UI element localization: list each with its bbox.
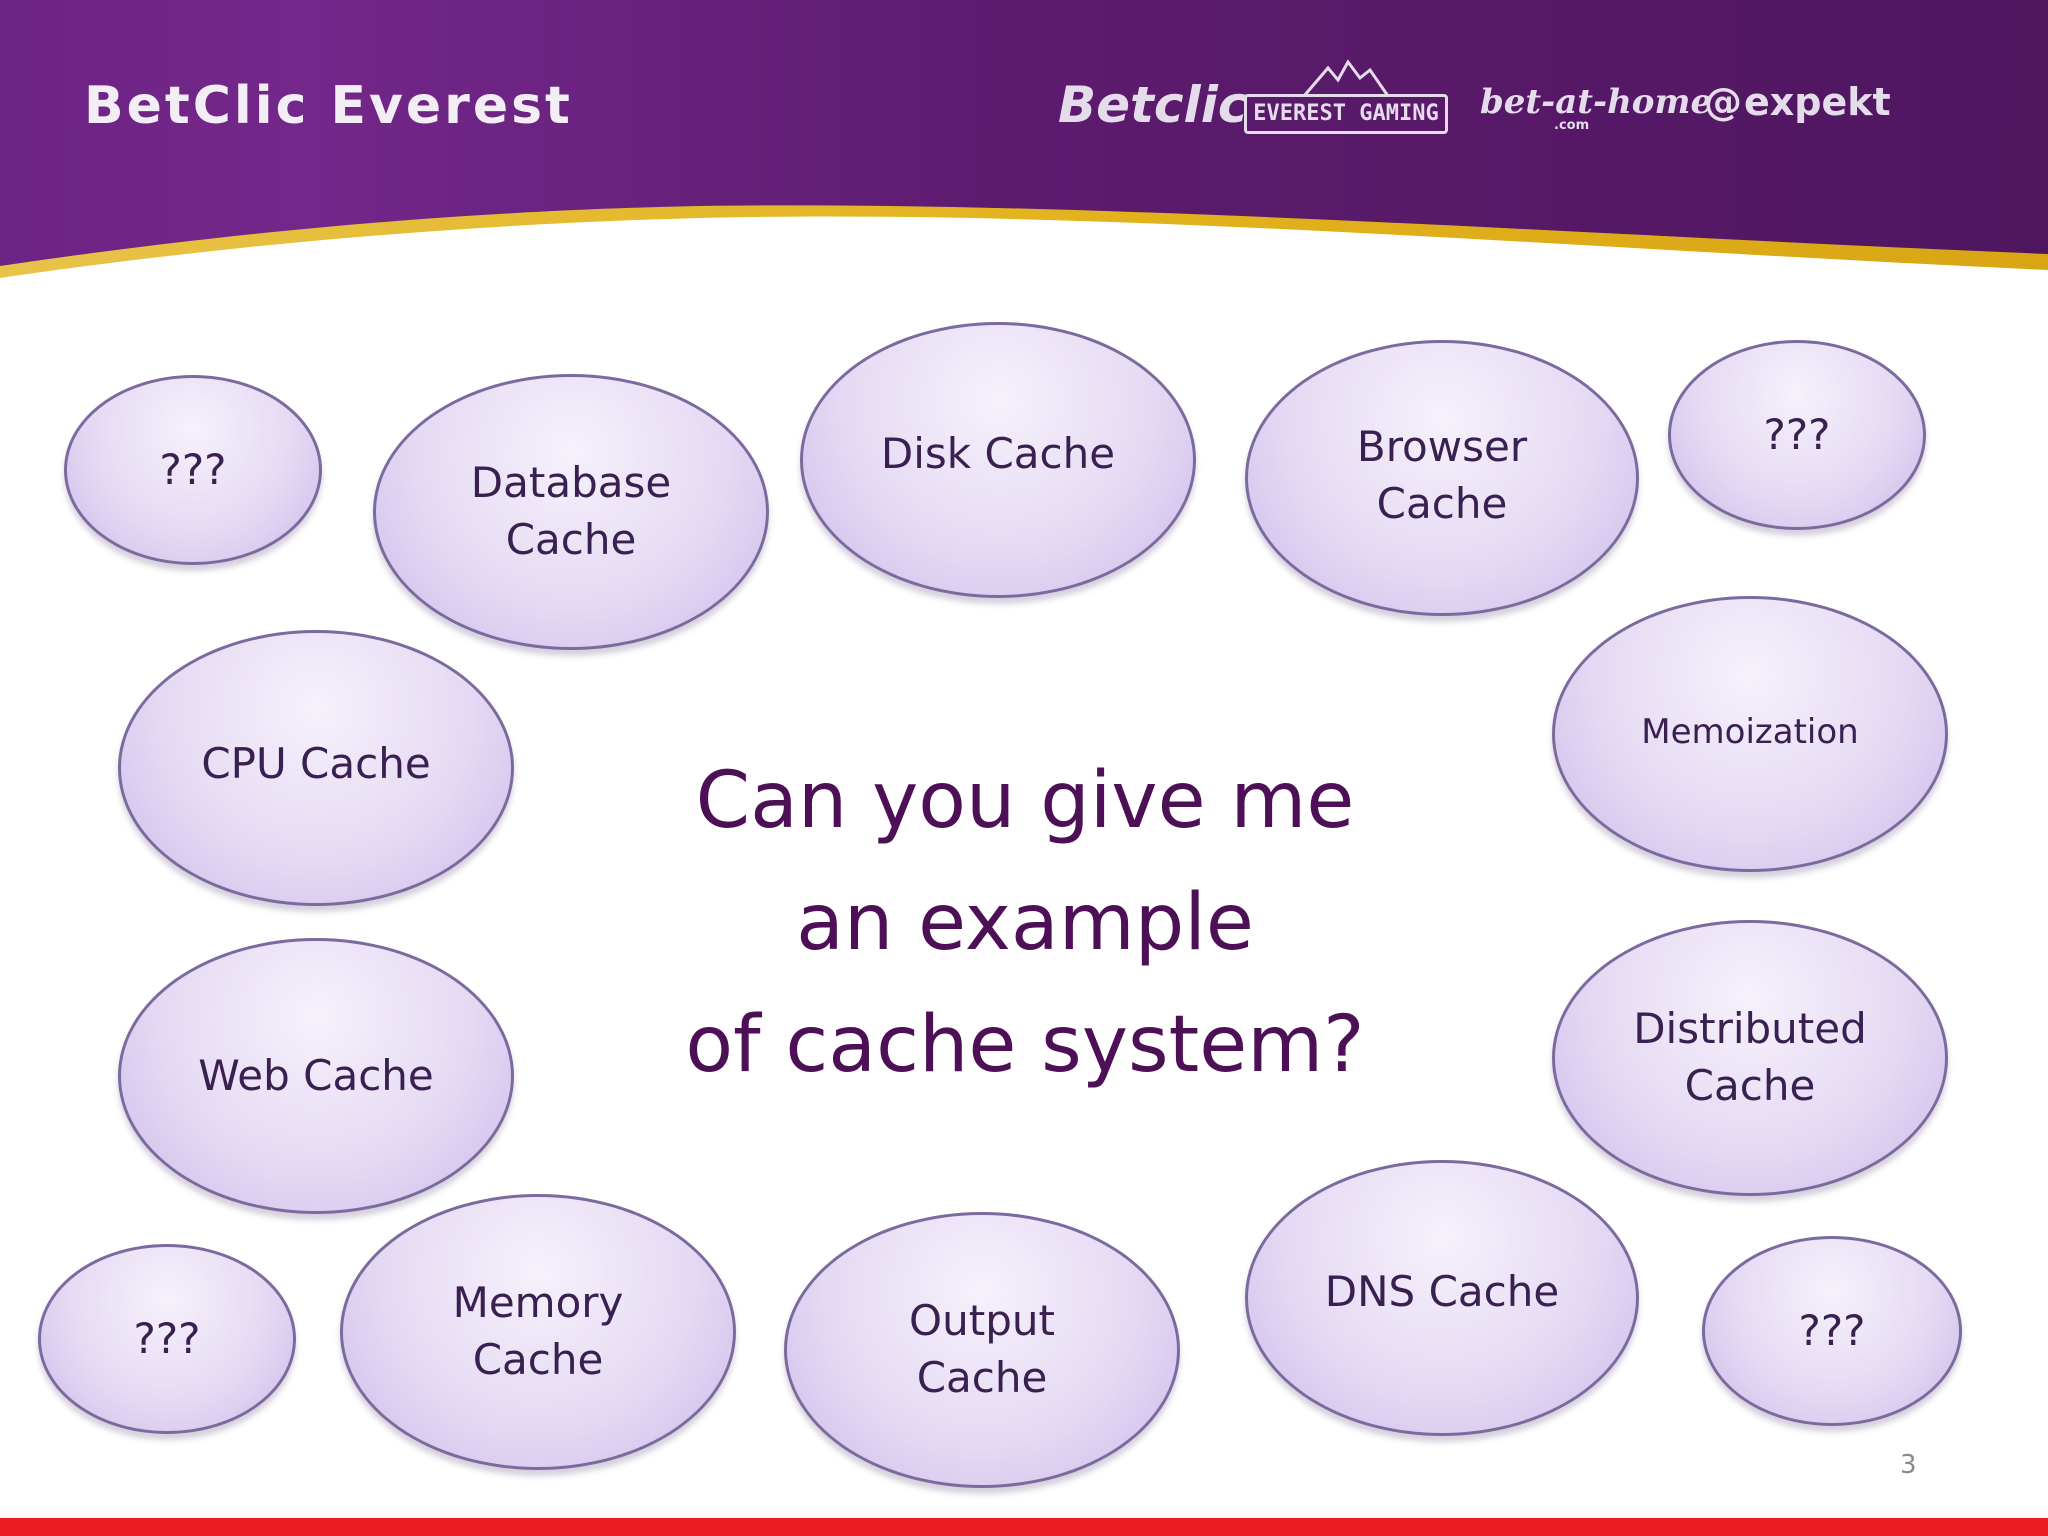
banner-graphic: [0, 0, 2048, 278]
bubble-unknown-bottom-left: ???: [38, 1244, 296, 1434]
bubble-unknown-bottom-right: ???: [1702, 1236, 1962, 1426]
expekt-swirl-icon: @: [1704, 80, 1742, 124]
bet-at-home-logo-suffix: .com: [1554, 118, 1590, 133]
bubble-memoization: Memoization: [1552, 596, 1948, 872]
bubble-unknown-top-right: ???: [1668, 340, 1926, 530]
expekt-logo: @expekt: [1704, 80, 1891, 124]
bubble-label: Web Cache: [198, 1050, 434, 1100]
bubble-label: ???: [159, 444, 227, 494]
everest-gaming-logo: EVEREST GAMING: [1244, 94, 1448, 134]
bubble-label: ???: [1763, 409, 1831, 459]
bubble-label: Browser Cache: [1356, 422, 1528, 528]
bubble-label: CPU Cache: [201, 738, 431, 788]
bubble-label: Disk Cache: [880, 428, 1116, 478]
central-question: Can you give me an example of cache syst…: [685, 756, 1365, 1090]
everest-peak-icon: [1302, 59, 1390, 97]
bubble-dns-cache: DNS Cache: [1245, 1160, 1639, 1436]
bubble-label: Memory Cache: [452, 1278, 624, 1384]
bubble-label: DNS Cache: [1324, 1266, 1560, 1316]
bubble-browser-cache: Browser Cache: [1245, 340, 1639, 616]
bubble-output-cache: Output Cache: [784, 1212, 1180, 1488]
bubble-disk-cache: Disk Cache: [800, 322, 1196, 598]
bubble-unknown-top-left: ???: [64, 375, 322, 565]
bubble-label: Database Cache: [470, 458, 672, 564]
bubble-web-cache: Web Cache: [118, 938, 514, 1214]
expekt-logo-text: expekt: [1744, 80, 1891, 124]
bubble-database-cache: Database Cache: [373, 374, 769, 650]
bubble-cpu-cache: CPU Cache: [118, 630, 514, 906]
company-name: BetClic Everest: [84, 76, 573, 136]
bubble-distributed-cache: Distributed Cache: [1552, 920, 1948, 1196]
bubble-label: ???: [1798, 1305, 1866, 1355]
footer-bar: [0, 1518, 2048, 1536]
betclic-logo: Betclic: [1058, 76, 1248, 134]
bubble-label: ???: [133, 1313, 201, 1363]
page-number: 3: [1900, 1450, 1917, 1480]
bet-at-home-logo: bet-at-home: [1480, 82, 1713, 122]
bubble-label: Output Cache: [909, 1296, 1055, 1402]
bubble-label: Distributed Cache: [1633, 1004, 1867, 1110]
header-banner: [0, 0, 2048, 300]
bubble-label: Memoization: [1641, 712, 1859, 753]
bubble-memory-cache: Memory Cache: [340, 1194, 736, 1470]
